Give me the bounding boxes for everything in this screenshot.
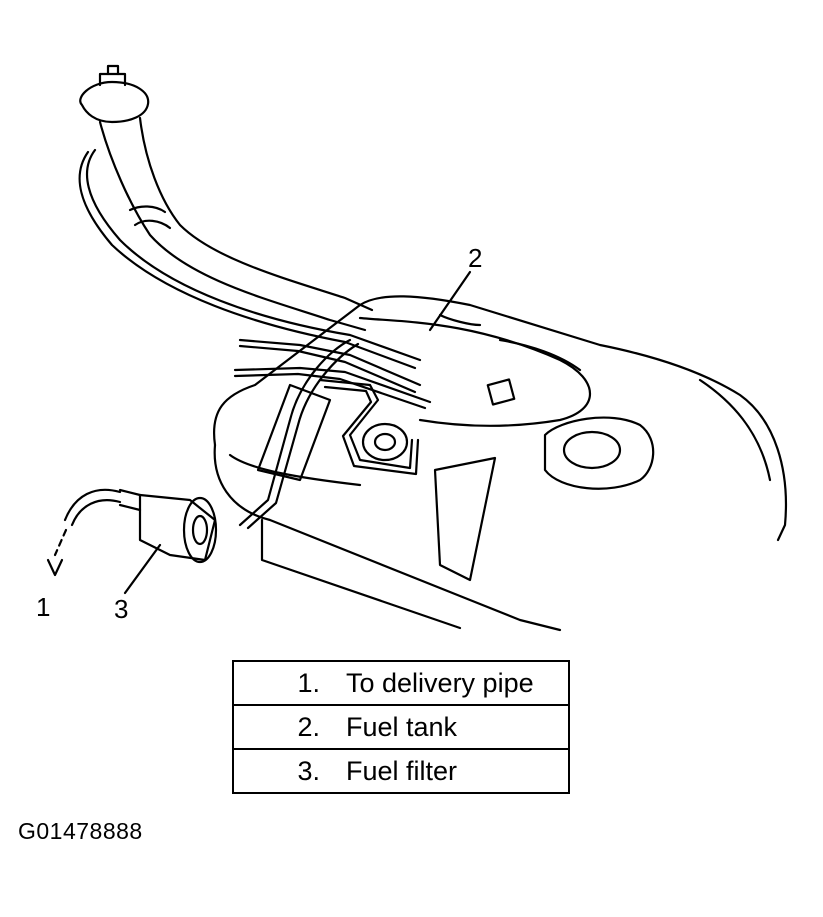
legend-row: 3. Fuel filter [233,749,569,793]
legend-text: Fuel filter [346,755,458,786]
legend-row: 1. To delivery pipe [233,661,569,706]
callout-1: 1 [36,592,51,622]
fuel-system-illustration [46,64,787,632]
callout-3: 3 [114,594,129,624]
legend-text: To delivery pipe [346,661,569,706]
fuel-tank [212,295,787,632]
figure-id: G01478888 [18,818,143,844]
legend-text: Fuel tank [346,705,569,750]
legend-row: 2. Fuel tank [233,705,569,750]
legend-number: 3. [297,755,320,786]
fuel-lines [78,148,432,530]
legend-table: 1. To delivery pipe 2. Fuel tank 3. Fuel… [232,660,570,794]
callout-2-leader [428,270,472,332]
callout-2: 2 [468,243,483,273]
callout-3-leader [123,543,162,595]
fuel-filter [118,488,218,564]
delivery-hose [46,488,122,577]
legend-number: 2. [233,705,346,750]
filler-neck [79,64,374,332]
legend-number: 1. [233,661,346,706]
